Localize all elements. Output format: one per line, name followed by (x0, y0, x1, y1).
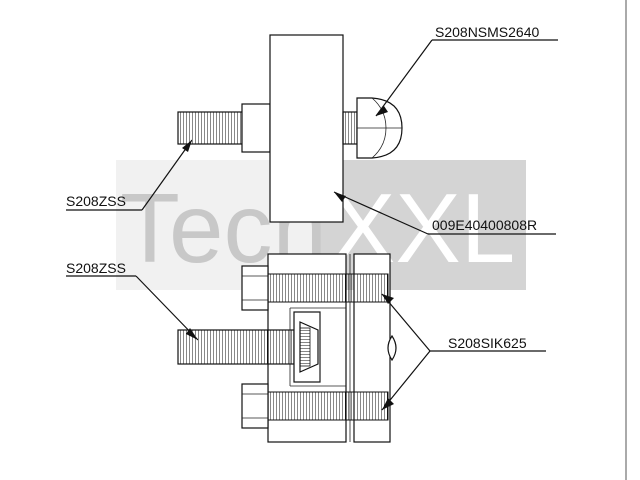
top-assembly (177, 34, 403, 223)
top-body-block (269, 34, 344, 223)
bottom-assembly (177, 253, 397, 443)
arrowhead-stud-top (182, 140, 192, 152)
bottom-upper-screw (241, 265, 389, 311)
bottom-stud-thread (177, 329, 295, 365)
arrowhead-screw-lower (382, 398, 394, 410)
bottom-insert-detail (289, 307, 346, 387)
label-nut-top: S208NSMS2640 (435, 24, 540, 40)
top-dome-nut (356, 97, 403, 159)
label-stud-bottom: S208ZSS (66, 260, 126, 276)
label-stud-top: S208ZSS (66, 193, 126, 209)
top-stud-collar (241, 103, 271, 153)
label-screws-bottom: S208SIK625 (448, 335, 527, 351)
top-stud-thread (177, 111, 243, 145)
bottom-pin-circle (387, 334, 397, 362)
arrowhead-stud-bottom (186, 328, 198, 340)
arrowhead-body (334, 192, 346, 202)
arrowhead-screw-upper (382, 294, 394, 304)
bottom-lower-screw (241, 383, 389, 429)
arrowhead-nut (376, 106, 388, 116)
top-nut-shank (342, 111, 358, 145)
label-body-top: 009E40400808R (432, 217, 537, 233)
callout-lines (66, 39, 558, 411)
